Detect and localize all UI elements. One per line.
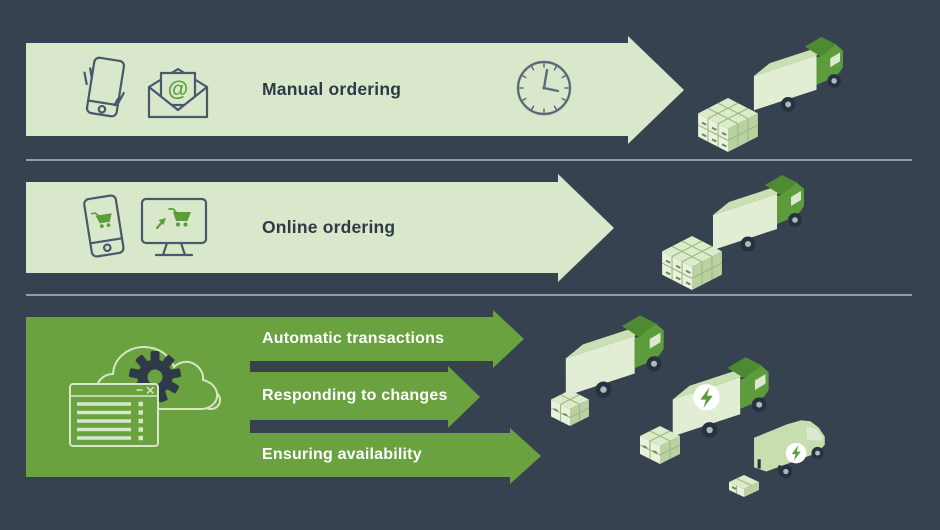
ensuring-availability-arrow [250,433,510,477]
monitor-cart-icon [140,197,208,257]
automatic-transactions-label: Automatic transactions [262,330,445,347]
responding-to-changes-label: Responding to changes [262,387,448,404]
clock-icon [516,60,572,116]
manual-ordering-arrowhead [628,36,684,144]
section-divider-2 [26,294,912,296]
manual-ordering-band [26,43,628,136]
manual-ordering-label: Manual ordering [262,79,402,99]
parcel-stack-small [550,389,590,427]
online-ordering-label: Online ordering [262,217,396,237]
envelope-at-icon: @ [147,67,209,119]
smartphone-cart-icon [83,194,125,258]
order-list-window-icon [69,383,159,447]
section-divider-1 [26,159,912,161]
responding-to-changes-arrow [250,372,448,420]
vibrating-phone-icon [83,56,126,118]
delivery-truck [753,36,843,112]
automatic-transactions-arrowhead [493,310,524,368]
ensuring-availability-label: Ensuring availability [262,446,422,463]
responding-to-changes-arrowhead [448,366,480,428]
automatic-transactions-arrow [250,317,493,361]
parcel-stack-small [639,425,681,465]
delivery-truck [713,175,804,252]
parcel-box [728,474,760,498]
electric-delivery-van [752,418,827,480]
ensuring-availability-arrowhead [510,428,541,484]
svg-text:@: @ [168,78,188,101]
online-ordering-arrowhead [558,174,614,282]
